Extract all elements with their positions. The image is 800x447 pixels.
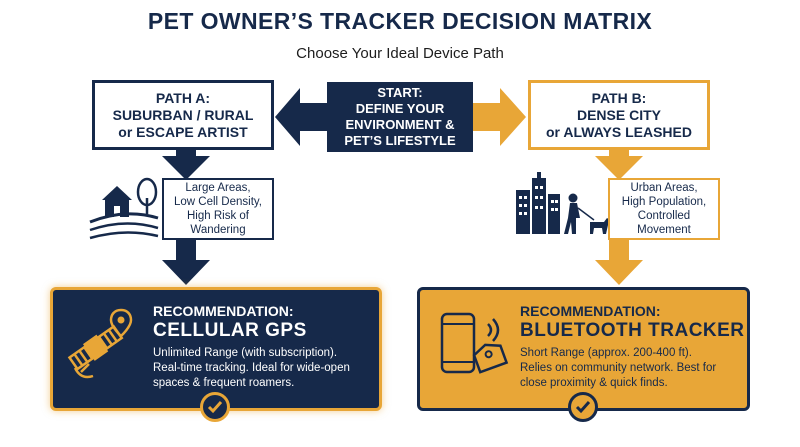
path-b-desc-line: Movement xyxy=(637,224,691,236)
recommendation-b-card: RECOMMENDATION: BLUETOOTH TRACKER Short … xyxy=(417,287,750,411)
arrow-start-to-a xyxy=(275,88,327,146)
path-b-description: Urban Areas, High Population, Controlled… xyxy=(608,178,720,240)
path-a-desc-line: High Risk of xyxy=(187,210,249,222)
path-b-desc-line: Controlled xyxy=(637,210,691,222)
start-line-2: DEFINE YOUR xyxy=(355,101,445,116)
path-a-description: Large Areas, Low Cell Density, High Risk… xyxy=(162,178,274,240)
rec-b-heading: RECOMMENDATION: xyxy=(520,303,661,319)
phone-tag-signal-icon xyxy=(440,312,509,374)
city-dog-walker-icon xyxy=(516,172,610,234)
arrow-a-down-2 xyxy=(162,240,210,285)
start-line-1: START: xyxy=(377,85,423,100)
arrow-b-down-2 xyxy=(595,240,643,285)
rec-b-title: BLUETOOTH TRACKER xyxy=(520,320,745,341)
rec-b-body: Short Range (approx. 200-400 ft). Relies… xyxy=(520,346,745,391)
rec-a-title: CELLULAR GPS xyxy=(153,320,307,341)
path-a-line-3: or ESCAPE ARTIST xyxy=(118,123,248,140)
check-icon-a xyxy=(200,392,230,422)
check-icon-b xyxy=(568,392,598,422)
rec-a-body-line: Real-time tracking. Ideal for wide-open xyxy=(153,362,350,374)
path-a-desc-line: Wandering xyxy=(190,224,246,236)
recommendation-a-card: RECOMMENDATION: CELLULAR GPS Unlimited R… xyxy=(50,287,382,411)
arrow-b-down-1 xyxy=(595,150,643,180)
rec-a-body: Unlimited Range (with subscription). Rea… xyxy=(153,346,378,391)
rec-a-body-line: Unlimited Range (with subscription). xyxy=(153,347,338,359)
satellite-location-icon xyxy=(67,308,133,379)
rec-b-body-line: Short Range (approx. 200-400 ft). xyxy=(520,347,692,359)
arrow-start-to-b xyxy=(473,88,526,146)
path-b-box: PATH B: DENSE CITY or ALWAYS LEASHED xyxy=(528,80,710,150)
path-a-box: PATH A: SUBURBAN / RURAL or ESCAPE ARTIS… xyxy=(92,80,274,150)
path-a-line-2: SUBURBAN / RURAL xyxy=(112,106,254,123)
start-line-3: ENVIRONMENT & xyxy=(345,117,455,132)
start-line-4: PET’S LIFESTYLE xyxy=(344,133,456,148)
house-farm-icon xyxy=(89,177,159,240)
path-b-desc-line: High Population, xyxy=(621,196,707,208)
rec-b-body-line: Relies on community network. Best for xyxy=(520,362,717,374)
start-box: START: DEFINE YOUR ENVIRONMENT & PET’S L… xyxy=(327,82,473,152)
path-a-desc-line: Low Cell Density, xyxy=(174,196,262,208)
arrow-a-down-1 xyxy=(162,150,210,180)
path-a-line-1: PATH A: xyxy=(155,89,211,106)
rec-a-heading: RECOMMENDATION: xyxy=(153,303,294,319)
path-b-line-2: DENSE CITY xyxy=(576,106,661,123)
rec-a-body-line: spaces & frequent roamers. xyxy=(153,377,295,389)
page-subtitle: Choose Your Ideal Device Path xyxy=(296,45,504,62)
path-a-desc-line: Large Areas, xyxy=(185,182,251,194)
path-b-line-1: PATH B: xyxy=(591,89,647,106)
rec-b-body-line: close proximity & quick finds. xyxy=(520,377,668,389)
page-title: PET OWNER’S TRACKER DECISION MATRIX xyxy=(147,8,653,34)
path-b-desc-line: Urban Areas, xyxy=(630,182,698,194)
path-b-line-3: or ALWAYS LEASHED xyxy=(546,123,692,140)
